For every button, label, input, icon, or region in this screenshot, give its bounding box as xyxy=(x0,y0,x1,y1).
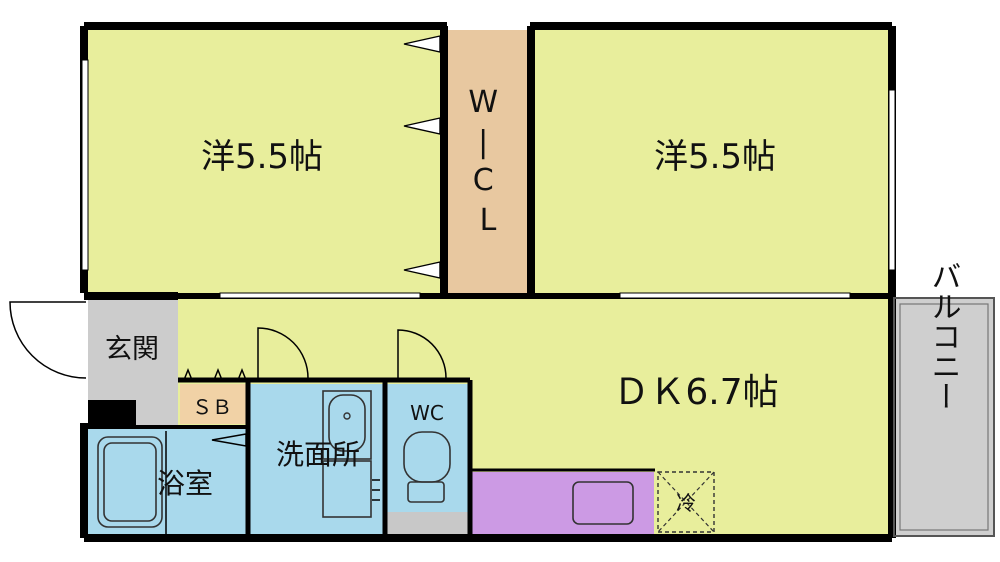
wic-letter-i: | xyxy=(478,125,488,160)
room-label-washroom: 洗面所 xyxy=(276,438,360,471)
room-label-dk: ＤＫ6.7帖 xyxy=(613,372,778,413)
room-label-toilet: WC xyxy=(410,401,444,425)
bathroom-area xyxy=(88,429,248,535)
wic-letter-l: L xyxy=(480,203,497,238)
western-room-right-area xyxy=(533,30,888,294)
fridge-space xyxy=(657,471,715,533)
washbasin xyxy=(322,390,372,460)
walk-in-closet-area xyxy=(446,30,530,294)
room-label-genkan: 玄関 xyxy=(105,334,159,365)
toilet-area xyxy=(386,384,470,512)
shoe-box-area xyxy=(180,384,248,424)
closet-marker-3 xyxy=(403,261,441,279)
wic-letter-w: W xyxy=(468,85,498,120)
western-room-left-area xyxy=(88,30,443,294)
room-label-western-left: 洋5.5帖 xyxy=(201,137,323,177)
washroom-door-swing xyxy=(257,327,309,379)
closet-marker-1 xyxy=(403,35,441,53)
wic-letter-c: C xyxy=(473,163,494,198)
room-label-shoe-box: ＳＢ xyxy=(192,395,232,419)
toilet-lower-gray xyxy=(386,512,470,535)
room-label-western-right: 洋5.5帖 xyxy=(654,137,776,177)
balcony-area xyxy=(892,298,994,536)
room-label-balcony: バルコニー xyxy=(926,261,961,411)
washing-machine-pan xyxy=(322,460,372,518)
kitchen-sink xyxy=(572,481,634,525)
entrance-door-swing xyxy=(9,301,87,379)
toilet-door-swing xyxy=(397,329,447,379)
closet-marker-2 xyxy=(403,117,441,135)
genkan-dark-step xyxy=(88,400,136,427)
room-label-wic: W | C L xyxy=(468,85,507,238)
room-label-bathroom: 浴室 xyxy=(157,467,213,500)
bathtub xyxy=(97,436,163,528)
room-label-fridge: 冷 xyxy=(676,491,696,515)
